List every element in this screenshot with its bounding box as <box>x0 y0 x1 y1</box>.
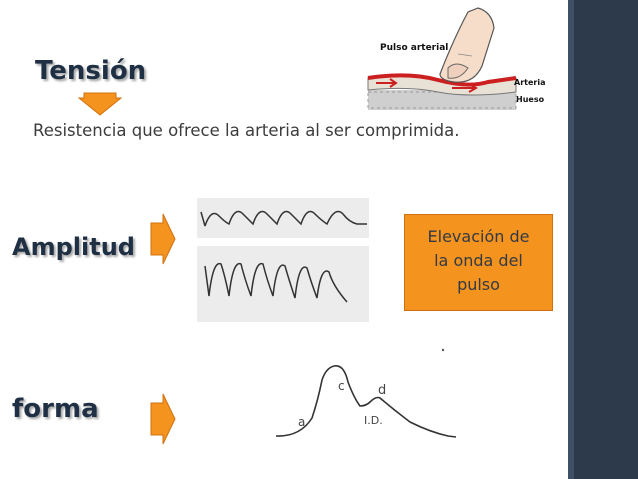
callout-line-1: Elevación de <box>427 227 530 246</box>
pulse-form-waveform: a c d I.D. <box>275 348 457 438</box>
sidebar-panel <box>568 0 638 479</box>
waveform-label-a: a <box>298 415 305 429</box>
arrow-right-icon <box>150 393 176 445</box>
amplitude-waveforms <box>197 198 369 322</box>
callout-line-3: pulso <box>457 275 500 294</box>
arrow-down-icon <box>77 92 123 116</box>
arrow-right-icon <box>150 213 176 265</box>
tension-title: Tensión <box>35 56 147 86</box>
waveform-label-c: c <box>338 379 345 393</box>
waveform-label-d: d <box>378 383 386 398</box>
callout-line-2: la onda del <box>434 251 523 270</box>
artery-illustration: Pulso arterial Arteria Hueso <box>367 7 545 110</box>
waveform-label-id: I.D. <box>364 414 383 427</box>
pulse-label: Pulso arterial <box>380 43 448 53</box>
pulse-elevation-callout: Elevación de la onda del pulso <box>404 214 553 311</box>
amplitud-title: Amplitud <box>12 233 135 261</box>
bone-label: Hueso <box>516 95 545 104</box>
artery-label: Arteria <box>514 78 545 87</box>
tension-description: Resistencia que ofrece la arteria al ser… <box>33 121 460 140</box>
forma-title: forma <box>12 394 99 424</box>
